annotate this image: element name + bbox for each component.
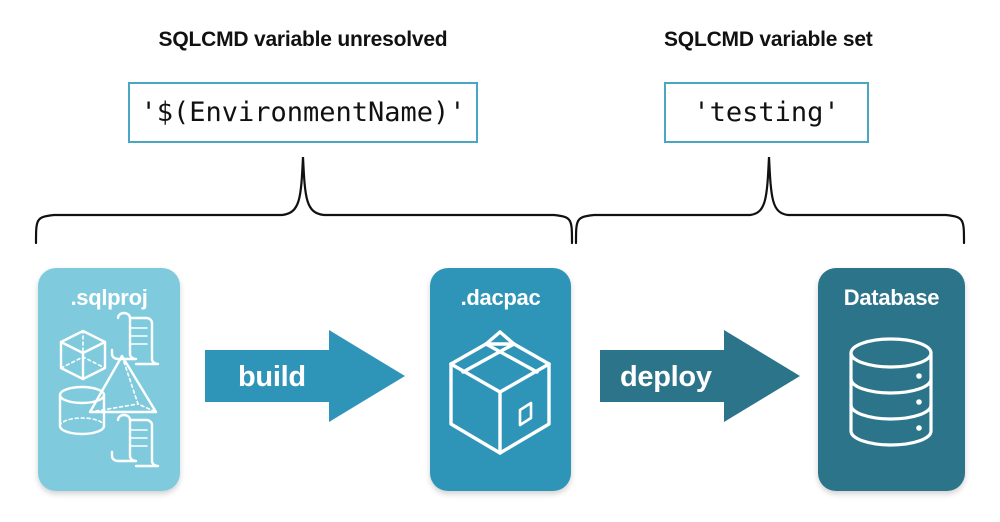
cube-icon	[59, 329, 107, 381]
stage-dacpac[interactable]: .dacpac	[430, 268, 571, 491]
stage-sqlproj-label: .sqlproj	[70, 285, 148, 310]
scroll-icon	[110, 413, 160, 468]
curly-brace-left	[34, 156, 574, 245]
annotation-heading-left: SQLCMD variable unresolved	[158, 28, 448, 51]
stage-database[interactable]: Database	[818, 268, 965, 491]
cylinder-icon	[58, 385, 106, 436]
scroll-icon	[110, 311, 160, 366]
stage-database-label: Database	[843, 285, 940, 310]
sqlcmd-variable-unresolved-value: '$(EnvironmentName)'	[140, 97, 466, 128]
package-box-icon	[449, 330, 551, 455]
arrow-build-label: build	[238, 361, 306, 393]
arrow-deploy	[600, 330, 800, 422]
pyramid-icon	[88, 354, 158, 414]
arrow-deploy-label: deploy	[620, 361, 712, 393]
sqlcmd-variable-set-value-box: 'testing'	[664, 82, 869, 143]
stage-dacpac-label: .dacpac	[460, 285, 541, 310]
sqlcmd-variable-set-value: 'testing'	[693, 97, 840, 128]
annotation-heading-right: SQLCMD variable set	[664, 28, 873, 51]
arrow-build	[205, 330, 405, 422]
sqlcmd-variable-unresolved-value-box: '$(EnvironmentName)'	[128, 82, 478, 143]
curly-brace-right	[574, 156, 966, 245]
stage-sqlproj[interactable]: .sqlproj	[38, 268, 180, 491]
database-cylinder-icon	[849, 337, 933, 447]
